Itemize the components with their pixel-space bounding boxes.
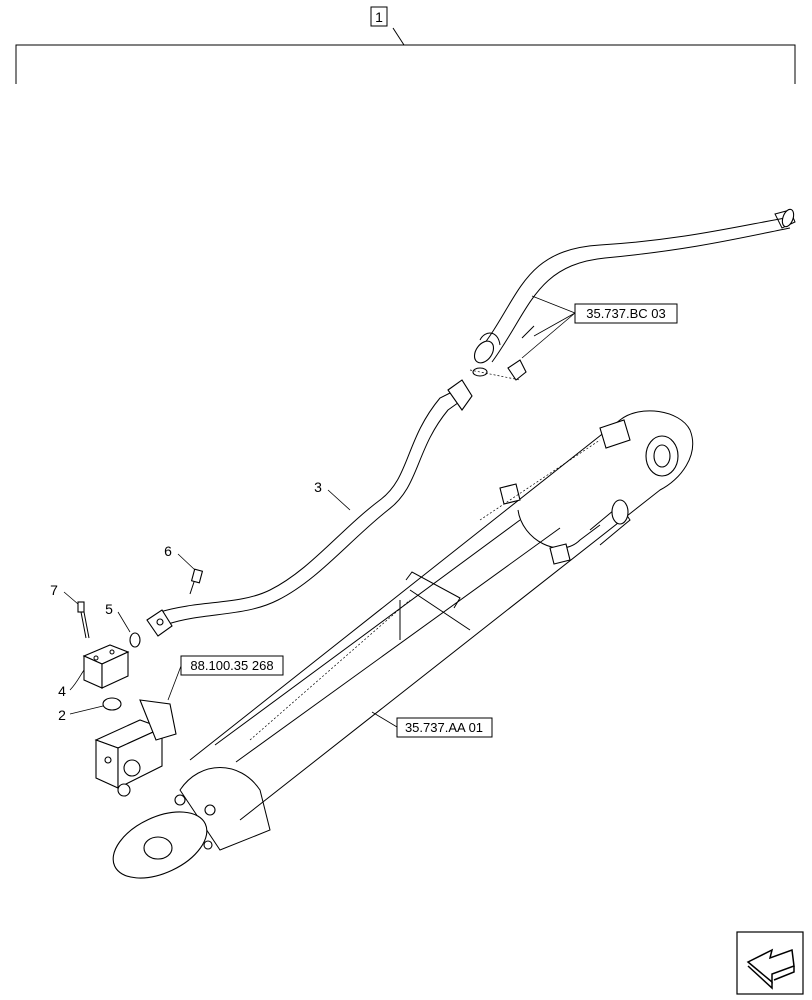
o-ring-7: 5	[105, 601, 141, 648]
cylinder-ref-label: 35.737.AA 01	[405, 720, 483, 735]
callout-hose-ref: 35.737.BC 03	[521, 295, 678, 359]
assembly-item-1: 1	[375, 9, 383, 25]
arrow-next-page-icon[interactable]	[736, 931, 804, 995]
hydraulic-cylinder	[112, 410, 694, 879]
part-number-2: 2	[58, 707, 66, 723]
tube-label: 3	[314, 479, 351, 511]
valve-ref-label: 88.100.35 268	[190, 658, 273, 673]
valve	[94, 699, 177, 797]
callout-cylinder-ref: 35.737.AA 01	[371, 711, 493, 738]
bolt-5: 6	[164, 543, 204, 595]
part-number-5: 6	[164, 543, 172, 559]
part-number-4: 4	[58, 683, 66, 699]
hydraulic-tube	[146, 379, 473, 637]
part-number-6: 7	[50, 582, 58, 598]
hose-ref-label: 35.737.BC 03	[586, 306, 666, 321]
o-ring-2: 2	[58, 697, 122, 723]
part-number-3: 3	[314, 479, 322, 495]
hydraulic-hose	[469, 208, 796, 381]
callout-valve-ref: 88.100.35 268	[167, 655, 284, 701]
assembly-bracket: 1	[15, 6, 796, 84]
block-4: 4	[58, 644, 130, 699]
part-number-7: 5	[105, 601, 113, 617]
bolt-6: 7	[50, 582, 90, 639]
